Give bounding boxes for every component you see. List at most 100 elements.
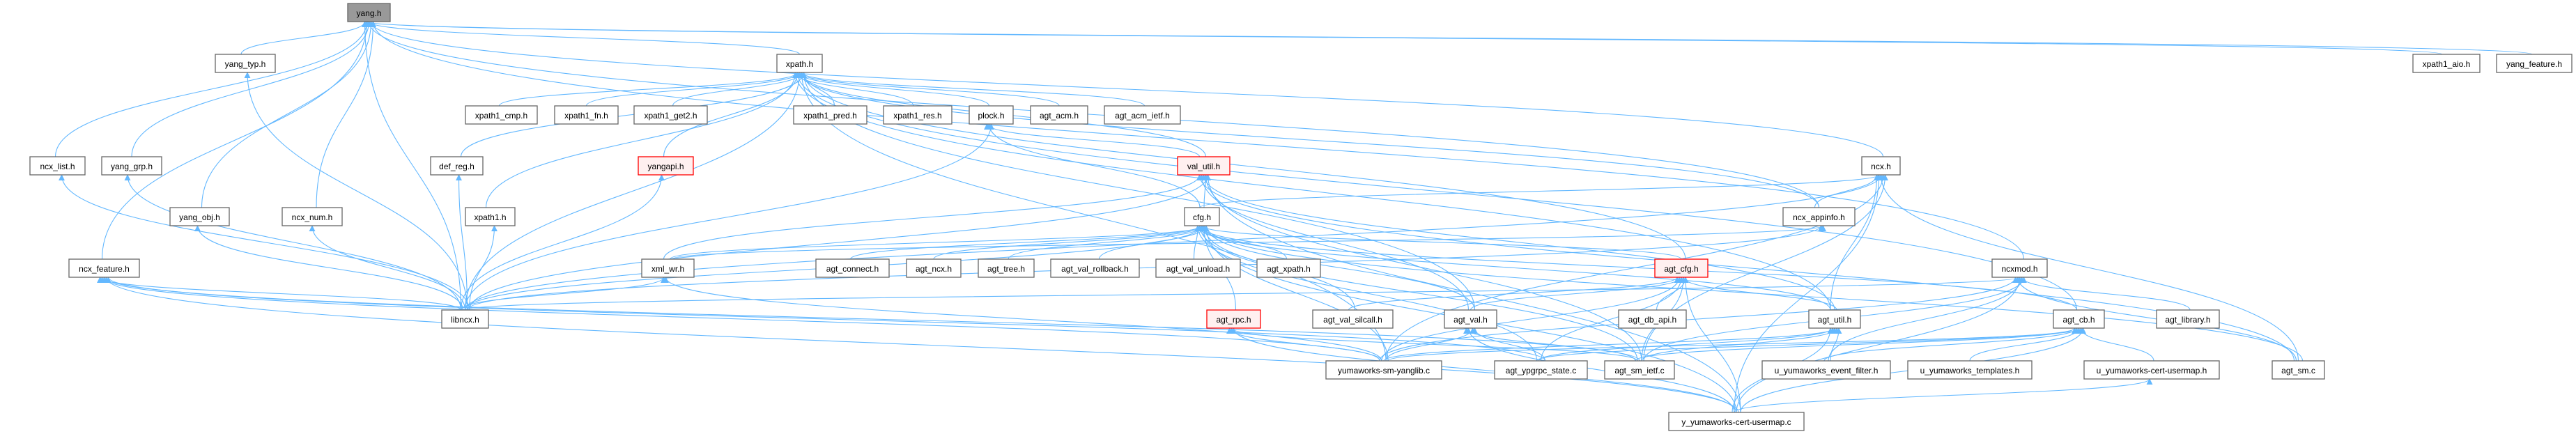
node-val-util-h[interactable]: val_util.h	[1177, 156, 1231, 176]
node-box[interactable]	[1654, 258, 1709, 278]
node-ncx-list-h[interactable]: ncx_list.h	[29, 156, 86, 176]
node-box[interactable]	[1494, 360, 1588, 380]
node-box[interactable]	[347, 3, 391, 22]
node-box[interactable]	[1782, 207, 1856, 226]
node-ncxmod-h[interactable]: ncxmod.h	[1991, 258, 2048, 278]
node-xpath1-pred-h[interactable]: xpath1_pred.h	[793, 105, 867, 125]
node-box[interactable]	[441, 309, 489, 329]
node-box[interactable]	[1907, 360, 2033, 380]
node-box[interactable]	[2156, 309, 2220, 329]
node-yumaworks-sm-yanglib-c[interactable]: yumaworks-sm-yanglib.c	[1325, 360, 1442, 380]
node-box[interactable]	[633, 105, 708, 125]
node-box[interactable]	[2053, 309, 2105, 329]
node-box[interactable]	[1050, 258, 1140, 278]
node-box[interactable]	[906, 258, 962, 278]
node-ncx-feature-h[interactable]: ncx_feature.h	[68, 258, 140, 278]
node-box[interactable]	[1861, 156, 1901, 176]
node-box[interactable]	[1668, 412, 1805, 431]
node-box[interactable]	[638, 156, 694, 176]
node-box[interactable]	[1325, 360, 1442, 380]
node-box[interactable]	[969, 105, 1014, 125]
node-agt-library-h[interactable]: agt_library.h	[2156, 309, 2220, 329]
node-box[interactable]	[1444, 309, 1497, 329]
node-u-yumaworks-templates-h[interactable]: u_yumaworks_templates.h	[1907, 360, 2033, 380]
node-box[interactable]	[1177, 156, 1231, 176]
node-xpath1-cmp-h[interactable]: xpath1_cmp.h	[465, 105, 538, 125]
node-xpath1-get2-h[interactable]: xpath1_get2.h	[633, 105, 708, 125]
node-yang-grp-h[interactable]: yang_grp.h	[101, 156, 162, 176]
node-box[interactable]	[29, 156, 86, 176]
node-xpath1-res-h[interactable]: xpath1_res.h	[883, 105, 952, 125]
node-box[interactable]	[281, 207, 343, 226]
node-box[interactable]	[793, 105, 867, 125]
node-xml-wr-h[interactable]: xml_wr.h	[641, 258, 695, 278]
node-yang-typ-h[interactable]: yang_typ.h	[215, 54, 276, 73]
node-box[interactable]	[2496, 54, 2573, 73]
node-box[interactable]	[2412, 54, 2481, 73]
node-agt-rpc-h[interactable]: agt_rpc.h	[1206, 309, 1261, 329]
node-agt-acm-ietf-h[interactable]: agt_acm_ietf.h	[1104, 105, 1181, 125]
node-agt-val-silcall-h[interactable]: agt_val_silcall.h	[1312, 309, 1394, 329]
node-box[interactable]	[776, 54, 823, 73]
node-agt-val-rollback-h[interactable]: agt_val_rollback.h	[1050, 258, 1140, 278]
node-ncx-h[interactable]: ncx.h	[1861, 156, 1901, 176]
node-box[interactable]	[1991, 258, 2048, 278]
node-agt-val-h[interactable]: agt_val.h	[1444, 309, 1497, 329]
node-agt-util-h[interactable]: agt_util.h	[1808, 309, 1861, 329]
node-box[interactable]	[554, 105, 619, 125]
node-box[interactable]	[1618, 309, 1687, 329]
node-agt-xpath-h[interactable]: agt_xpath.h	[1256, 258, 1321, 278]
node-agt-cfg-h[interactable]: agt_cfg.h	[1654, 258, 1709, 278]
node-box[interactable]	[883, 105, 952, 125]
node-libncx-h[interactable]: libncx.h	[441, 309, 489, 329]
node-yang-feature-h[interactable]: yang_feature.h	[2496, 54, 2573, 73]
node-agt-val-unload-h[interactable]: agt_val_unload.h	[1155, 258, 1241, 278]
node-def-reg-h[interactable]: def_reg.h	[430, 156, 484, 176]
node-agt-sm-c[interactable]: agt_sm.c	[2272, 360, 2325, 380]
node-xpath-h[interactable]: xpath.h	[776, 54, 823, 73]
node-box[interactable]	[465, 207, 516, 226]
node-box[interactable]	[1206, 309, 1261, 329]
node-box[interactable]	[1256, 258, 1321, 278]
node-box[interactable]	[68, 258, 140, 278]
node-agt-tree-h[interactable]: agt_tree.h	[978, 258, 1035, 278]
node-yang-obj-h[interactable]: yang_obj.h	[169, 207, 230, 226]
node-ncx-appinfo-h[interactable]: ncx_appinfo.h	[1782, 207, 1856, 226]
node-yang-h[interactable]: yang.h	[347, 3, 391, 22]
node-agt-db-api-h[interactable]: agt_db_api.h	[1618, 309, 1687, 329]
node-box[interactable]	[1030, 105, 1088, 125]
node-agt-acm-h[interactable]: agt_acm.h	[1030, 105, 1088, 125]
node-agt-cb-h[interactable]: agt_cb.h	[2053, 309, 2105, 329]
node-box[interactable]	[2272, 360, 2325, 380]
node-box[interactable]	[815, 258, 890, 278]
node-yangapi-h[interactable]: yangapi.h	[638, 156, 694, 176]
node-cfg-h[interactable]: cfg.h	[1184, 207, 1220, 226]
node-box[interactable]	[1808, 309, 1861, 329]
node-xpath1-aio-h[interactable]: xpath1_aio.h	[2412, 54, 2481, 73]
node-box[interactable]	[430, 156, 484, 176]
node-box[interactable]	[1604, 360, 1675, 380]
node-xpath1-fn-h[interactable]: xpath1_fn.h	[554, 105, 619, 125]
node-box[interactable]	[1184, 207, 1220, 226]
node-agt-sm-ietf-c[interactable]: agt_sm_ietf.c	[1604, 360, 1675, 380]
node-box[interactable]	[978, 258, 1035, 278]
node-box[interactable]	[1312, 309, 1394, 329]
node-box[interactable]	[1761, 360, 1891, 380]
node-box[interactable]	[215, 54, 276, 73]
node-u-yumaworks-cert-usermap-h[interactable]: u_yumaworks-cert-usermap.h	[2083, 360, 2220, 380]
node-box[interactable]	[169, 207, 230, 226]
node-box[interactable]	[1104, 105, 1181, 125]
node-box[interactable]	[641, 258, 695, 278]
node-ncx-num-h[interactable]: ncx_num.h	[281, 207, 343, 226]
node-box[interactable]	[1155, 258, 1241, 278]
node-agt-connect-h[interactable]: agt_connect.h	[815, 258, 890, 278]
node-xpath1-h[interactable]: xpath1.h	[465, 207, 516, 226]
node-box[interactable]	[465, 105, 538, 125]
node-agt-ncx-h[interactable]: agt_ncx.h	[906, 258, 962, 278]
node-box[interactable]	[101, 156, 162, 176]
node-box[interactable]	[2083, 360, 2220, 380]
node-y-yumaworks-cert-usermap-c[interactable]: y_yumaworks-cert-usermap.c	[1668, 412, 1805, 431]
node-u-yumaworks-event-filter-h[interactable]: u_yumaworks_event_filter.h	[1761, 360, 1891, 380]
node-plock-h[interactable]: plock.h	[969, 105, 1014, 125]
node-agt-ypgrpc-state-c[interactable]: agt_ypgrpc_state.c	[1494, 360, 1588, 380]
